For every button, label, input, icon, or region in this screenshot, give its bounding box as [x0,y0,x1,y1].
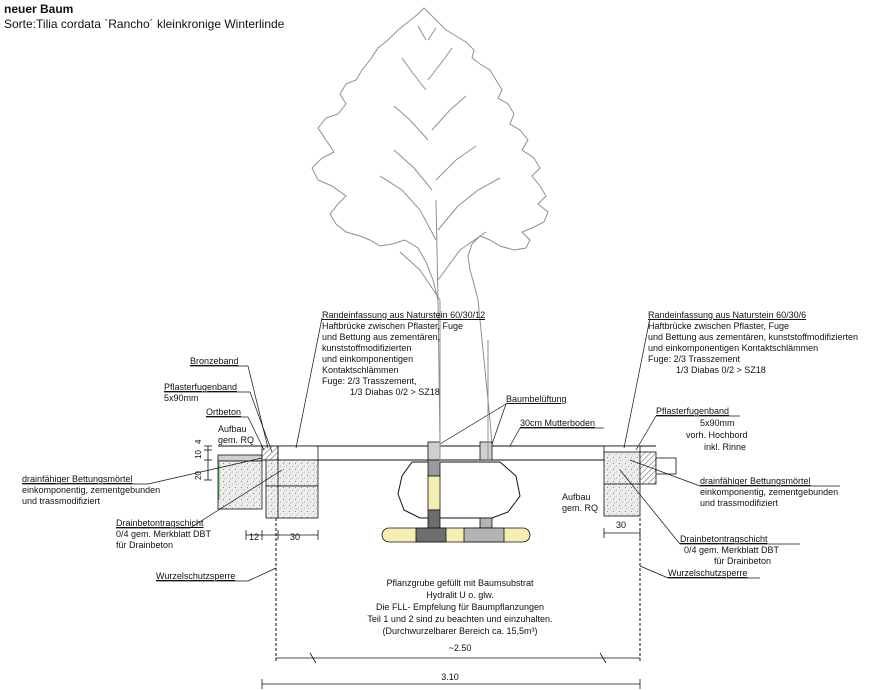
label-grube-4: Teil 1 und 2 sind zu beachten und einzuh… [367,614,553,624]
label-rand-right-4: und einkomponentigen Kontaktschlämmen [648,343,819,353]
anchor-pad [381,527,531,543]
drawing-subtitle: Sorte:Tilia cordata `Rancho´ kleinkronig… [4,17,285,31]
dim-label-310: 3.10 [441,672,459,682]
label-hochbord-1: vorh. Hochbord [686,430,748,440]
label-pflaster-right-2: 5x90mm [700,418,735,428]
label-wurzel-right: Wurzelschutzsperre [668,568,748,578]
label-pflaster-right-1: Pflasterfugenband [656,406,730,416]
label-rand-left-6: Kontaktschlämmen [322,365,399,375]
tree-trunk [439,300,489,462]
label-rand-left-5: und einkomponentigen [322,354,414,364]
right-pavement-section [603,445,677,517]
label-drain-bett-right-3: und trassmodifiziert [700,498,779,508]
drawing-title: neuer Baum [4,2,74,16]
label-grube-1: Pflanzgrube gefüllt mit Baumsubstrat [386,578,534,588]
label-rand-left-2: Haftbrücke zwischen Pflaster, Fuge [322,321,464,331]
label-rand-right-6: 1/3 Diabas 0/2 > SZ18 [676,365,766,375]
label-drain-bett-left-1: drainfähiger Bettungsmörtel [22,474,133,484]
dim-label-250: ~2.50 [448,643,472,653]
label-drain-bett-left-2: einkomponentig, zementgebunden [22,485,161,495]
root-ball [397,461,521,519]
label-rand-left-1: Randeinfassung aus Naturstein 60/30/12 [322,310,486,320]
label-drainbeton-right-2: 0/4 gem. Merkblatt DBT [684,545,780,555]
label-aufbau-right-2: gem. RQ [562,503,599,513]
dim-label-12: 12 [249,532,260,542]
label-rand-left-4: kunststoffmodifizierten [322,343,412,353]
label-pflaster-left-2: 5x90mm [164,393,199,403]
label-grube-5: (Durchwurzelbarer Bereich ca. 15,5m³) [382,626,538,636]
dim-label-20: 20 [194,471,203,480]
dimension-lines [204,445,641,689]
planting-pit-outline [275,518,641,662]
label-drain-bett-right-1: drainfähiger Bettungsmörtel [700,476,811,486]
label-aufbau-right-1: Aufbau [562,492,591,502]
aeration-pipes [427,441,493,529]
label-aufbau-left-2: gem. RQ [218,435,255,445]
label-aufbau-left-1: Aufbau [218,424,247,434]
label-rand-left-3: und Bettung aus zementären, [322,332,441,342]
label-drain-bett-right-2: einkomponentig, zementgebunden [700,487,839,497]
dim-label-10: 10 [194,450,203,459]
dim-label-30-left: 30 [290,532,301,542]
label-mutterboden: 30cm Mutterboden [520,418,596,428]
label-grube-3: Die FLL- Empfelung für Baumpflanzungen [375,602,545,612]
label-wurzel-left: Wurzelschutzsperre [156,571,236,581]
label-rand-right-2: Haftbrücke zwischen Pflaster, Fuge [648,321,790,331]
label-drainbeton-right-1: Drainbetontragschicht [680,534,768,544]
label-hochbord-2: inkl. Rinne [704,442,747,452]
label-bronzeband: Bronzeband [190,356,239,366]
label-rand-left-8: 1/3 Diabas 0/2 > SZ18 [350,387,440,397]
label-drainbeton-left-1: Drainbetontragschicht [116,518,204,528]
left-pavement-section [217,445,319,519]
label-rand-right-1: Randeinfassung aus Naturstein 60/30/6 [648,310,807,320]
label-rand-left-7: Fuge: 2/3 Trasszement, [322,376,417,386]
label-drainbeton-left-2: 0/4 gem. Merkblatt DBT [116,529,212,539]
dim-label-4: 4 [194,439,203,444]
label-grube-2: Hydralit U o. glw. [426,590,494,600]
label-ortbeton: Ortbeton [206,407,242,417]
label-rand-right-3: und Bettung aus zementären, kunststoffmo… [648,332,858,342]
label-baumbelueftung: Baumbelüftung [506,394,567,404]
leader-lines [22,317,840,582]
label-drainbeton-right-3: für Drainbeton [714,556,772,566]
label-drainbeton-left-3: für Drainbeton [116,540,174,550]
dim-label-30-right: 30 [616,520,627,530]
label-rand-right-5: Fuge: 2/3 Trasszement [648,354,741,364]
label-pflaster-left-1: Pflasterfugenband [164,382,238,392]
tree-silhouette [311,7,549,446]
label-drain-bett-left-3: und trassmodifiziert [22,496,101,506]
